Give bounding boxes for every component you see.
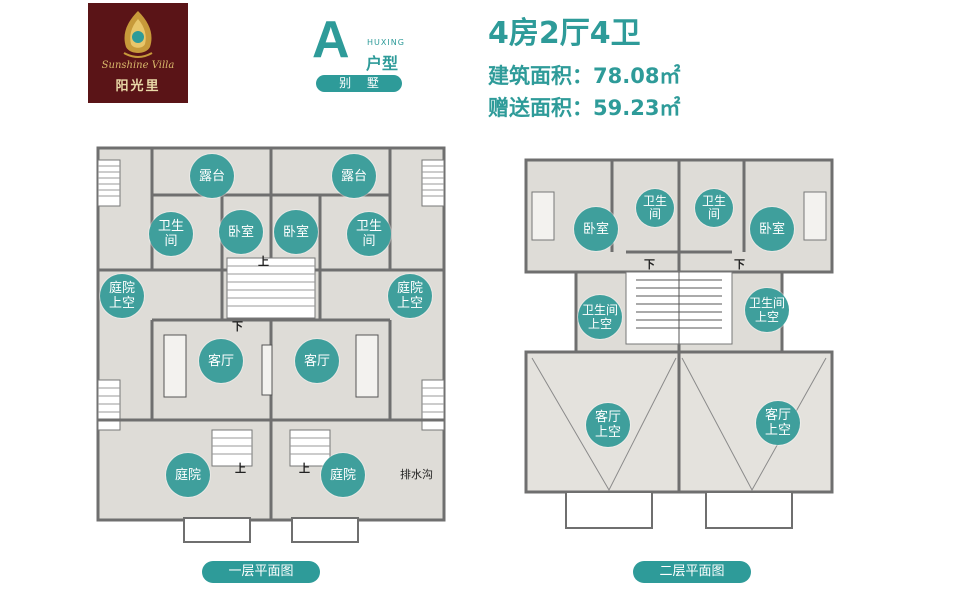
floor2-label: 二层平面图 [633, 561, 751, 583]
f1-yard-up-mark-right: 上 [299, 462, 310, 475]
f2-stair-down-mark-left: 下 [644, 258, 655, 271]
unit-category-badge: 别 墅 [316, 75, 402, 92]
f1-drain-label: 排水沟 [400, 468, 433, 481]
f1-terrace-left: 露台 [190, 154, 234, 198]
f1-stair-down-mark: 下 [232, 320, 243, 333]
floor2-drawing [496, 140, 862, 545]
unit-type-letter: A [312, 11, 350, 69]
f1-bedroom-left: 卧室 [219, 210, 263, 254]
logo-english-text: Sunshine Villa [101, 60, 175, 71]
f2-bath-right: 卫生 间 [695, 189, 733, 227]
f1-living-right: 客厅 [295, 339, 339, 383]
f2-living-void-right: 客厅 上空 [756, 401, 800, 445]
floor2-plan: 卧室 卧室 卫生 间 卫生 间 卫生间 上空 卫生间 上空 客厅 上空 客厅 上… [496, 140, 862, 545]
f2-stair-down-mark-right: 下 [734, 258, 745, 271]
f1-terrace-right: 露台 [332, 154, 376, 198]
f1-yard-void-right: 庭院 上空 [388, 274, 432, 318]
f2-bath-void-left: 卫生间 上空 [578, 295, 622, 339]
f1-yard-left: 庭院 [166, 453, 210, 497]
f2-bath-left: 卫生 间 [636, 189, 674, 227]
floor1-drawing [92, 140, 450, 545]
unit-type-pinyin: HUXING [367, 38, 405, 47]
logo-chinese-text: 阳光里 [115, 79, 161, 94]
f1-bedroom-right: 卧室 [274, 210, 318, 254]
f1-yard-void-left: 庭院 上空 [100, 274, 144, 318]
built-area-heading: 建筑面积：78.08㎡ [488, 64, 681, 88]
brand-logo: Sunshine Villa 阳光里 [88, 3, 188, 103]
f1-yard-up-mark-left: 上 [235, 462, 246, 475]
f1-yard-right: 庭院 [321, 453, 365, 497]
f1-bath-left: 卫生 间 [149, 212, 193, 256]
f2-bedroom-left: 卧室 [574, 207, 618, 251]
f1-bath-right: 卫生 间 [347, 212, 391, 256]
f2-living-void-left: 客厅 上空 [586, 403, 630, 447]
f2-bath-void-right: 卫生间 上空 [745, 288, 789, 332]
lotus-emblem-icon [123, 11, 153, 58]
room-count-heading: 4房2厅4卫 [488, 16, 641, 51]
f1-living-left: 客厅 [199, 339, 243, 383]
f2-bedroom-right: 卧室 [750, 207, 794, 251]
f1-stair-up-mark: 上 [258, 255, 269, 268]
bonus-area-heading: 赠送面积：59.23㎡ [488, 96, 681, 120]
floor1-label: 一层平面图 [202, 561, 320, 583]
unit-type-name: 户型 [366, 54, 399, 73]
floor1-plan: 露台 露台 卫生 间 卫生 间 卧室 卧室 庭院 上空 庭院 上空 客厅 客厅 … [92, 140, 450, 545]
